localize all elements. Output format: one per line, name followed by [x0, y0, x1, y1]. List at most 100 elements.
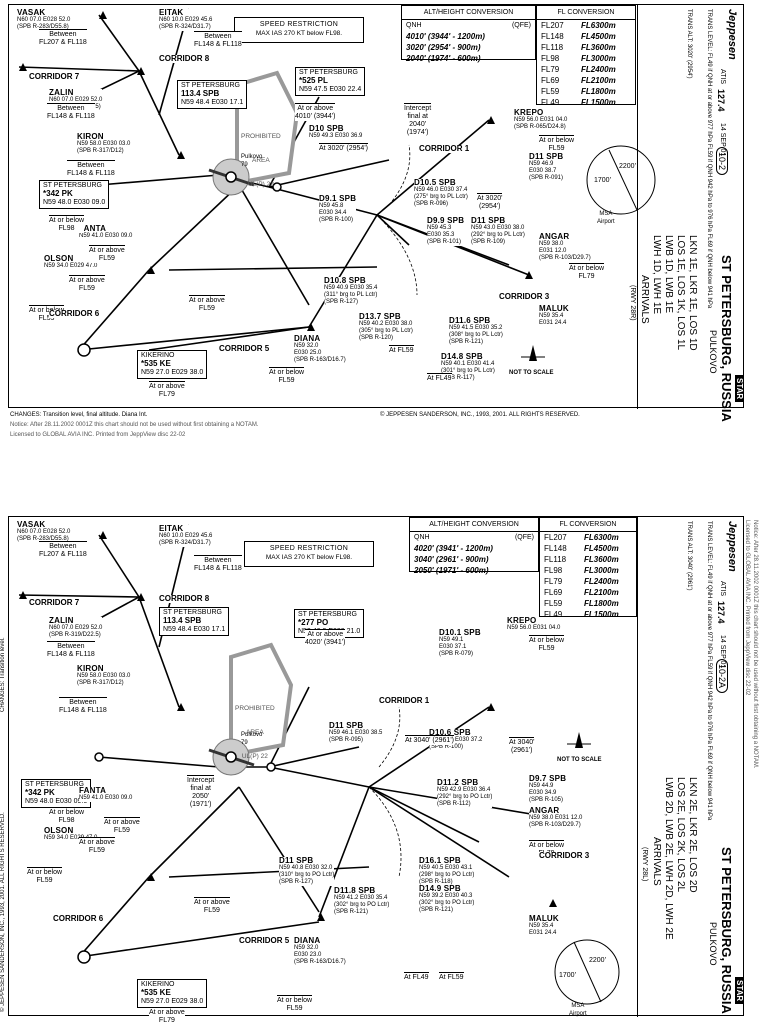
fl-level: FL148	[541, 32, 564, 41]
altitude-restriction: At or above 4020' (3941')	[305, 629, 346, 647]
waypoint-info: N59 32.0 E030 23.0 (SPB R-163/D16.7)	[294, 945, 346, 965]
qnh-label: QNH	[414, 534, 430, 541]
waypoint-name: D11.6 SPB	[449, 316, 491, 325]
atis-freq: 127.4	[716, 89, 726, 112]
procedure-line: LWH 1D, LWH 1E	[651, 235, 662, 315]
speed-restriction-box: SPEED RESTRICTION MAX IAS 270 KT below F…	[234, 17, 364, 43]
chart-page-10-2a: SPEED RESTRICTION MAX IAS 270 KT below F…	[0, 512, 768, 1024]
runway-label: (RWY 28R)	[629, 285, 636, 321]
alt-height-conversion: ALT/HEIGHT CONVERSION QNH(QFE) 4010' (39…	[401, 5, 536, 63]
waypoint-info: N59 38.0 E031 12.0 (SPB R-103/D29.7)	[529, 815, 583, 828]
atis-label: ATIS	[719, 581, 726, 597]
waypoint-info: N59 58.0 E030 03.0 (SPB R-317/D12)	[77, 141, 131, 154]
navaid-name: ST PETERSBURG	[298, 611, 357, 618]
msa-sector-a: 2200'	[619, 163, 636, 170]
navaid-coord: N59 27.0 E029 38.0	[141, 998, 204, 1005]
speed-title: SPEED RESTRICTION	[259, 21, 339, 28]
corridor-label: CORRIDOR 7	[29, 598, 80, 607]
qnh-label: QNH	[406, 22, 422, 29]
fl-level: FL69	[544, 588, 563, 597]
corridor-label: CORRIDOR 6	[49, 309, 100, 318]
altitude-restriction: At FL59	[389, 345, 414, 355]
altitude-restriction: At or above FL59	[89, 245, 125, 263]
waypoint-info: N59 45.3 E030 35.3 (SPB R-101)	[427, 225, 462, 245]
waypoint-info: N59 32.0 E030 25.0 (SPB R-163/D16.7)	[294, 343, 346, 363]
waypoint-info: N59 40.5 E030 43.1 (298° brg to PO Lctr)…	[419, 865, 475, 885]
trans-alt: TRANS ALT: 3020' (2954')	[686, 9, 692, 79]
navaid-spb: ST PETERSBURG 113.4 SPB N59 48.4 E030 17…	[177, 80, 248, 109]
license-text: Licensed to GLOBAL AVIA INC. Printed fro…	[744, 520, 750, 696]
waypoint-name: VASAK	[17, 8, 46, 17]
waypoint-name: OLSON	[44, 826, 74, 835]
fl-level: FL148	[544, 544, 567, 553]
waypoint-info: N59 45.8 E030 34.4 (SPB R-100)	[319, 203, 354, 223]
waypoint-name: VASAK	[17, 520, 46, 529]
waypoint-name: FANTA	[79, 224, 107, 233]
waypoint-name: ZALIN	[49, 616, 74, 625]
waypoint-name: MALUK	[529, 914, 559, 923]
fl-meters: FL2100m	[581, 76, 616, 85]
airport-name: PULKOVO	[708, 330, 718, 374]
prohibited-line: UL(P) 22	[241, 753, 268, 760]
navaid-pl: ST PETERSBURG *525 PL N59 47.5 E030 22.4	[295, 67, 366, 96]
corridor-label: CORRIDOR 5	[219, 344, 270, 353]
fl-meters: FL6300m	[584, 533, 619, 542]
footer-copyright: © JEPPESEN SANDERSON, INC., 1993, 2001. …	[0, 812, 6, 1012]
fl-meters: FL3000m	[581, 54, 616, 63]
navaid-id: *525 PL	[299, 76, 328, 85]
msa-label: MSA Airport	[569, 1003, 587, 1017]
waypoint-info: N59 46.1 E030 38.5 (SPB R-095)	[329, 730, 383, 743]
navaid-coord: N59 47.5 E030 22.4	[299, 86, 362, 93]
publisher-logo: Jeppesen	[726, 9, 738, 60]
altitude-restriction: At or below FL59	[539, 135, 575, 153]
corridor-label: CORRIDOR 3	[539, 851, 590, 860]
waypoint-name: KIRON	[77, 664, 104, 673]
runway-label: (RWY 28L)	[641, 847, 648, 882]
trans-alt: TRANS ALT: 3040' (2961')	[686, 521, 692, 591]
waypoint-info: N59 42.9 E030 36.4 (292° brg to PO Lctr)…	[437, 787, 493, 807]
altitude-restriction: Between FL148 & FL118	[47, 103, 95, 121]
prohibited-line: AREA	[252, 157, 270, 164]
altitude-restriction: Between FL148 & FL118	[194, 555, 242, 573]
airport-label: Pulkovo 79	[241, 154, 263, 168]
trans-level: TRANS LEVEL: FL49 if QNH at or above 977…	[706, 9, 712, 309]
alt-conv-title: ALT/HEIGHT CONVERSION	[402, 6, 535, 20]
navaid-id: *277 PO	[298, 618, 329, 627]
waypoint-info: N59 40.2 E030 38.0 (305° brg to PL Lctr)…	[359, 321, 413, 341]
waypoint-info: N59 49.3 E030 36.9	[309, 133, 363, 139]
trans-level: TRANS LEVEL: FL49 if QNH at or above 977…	[706, 521, 712, 821]
waypoint-name: D10 SPB	[309, 124, 344, 133]
altitude-restriction: Between FL148 & FL118	[59, 697, 107, 715]
navaid-id: 113.4 SPB	[163, 616, 202, 625]
msa-label: MSA Airport	[597, 211, 615, 225]
fl-level: FL59	[544, 599, 563, 608]
altitude-restriction: At or above FL59	[104, 817, 140, 835]
waypoint-info: N59 41.0 E030 09.0	[79, 795, 133, 801]
procedure-line: LOS 2E, LOS 2K, LOS 2L	[675, 777, 686, 893]
fl-level: FL79	[544, 577, 563, 586]
corridor-label: CORRIDOR 6	[53, 914, 104, 923]
fl-meters: FL3600m	[581, 43, 616, 52]
altitude-restriction: At or below FL59	[277, 995, 313, 1013]
altitude-restriction: At or above FL79	[149, 381, 185, 399]
altitude-restriction: At or below FL59	[529, 635, 565, 653]
fl-level: FL118	[541, 43, 564, 52]
waypoint-info: N59 44.9 E030 34.9 (SPB R-105)	[529, 783, 564, 803]
waypoint-name: D11 SPB	[279, 856, 314, 865]
city-title: ST PETERSBURG, RUSSIA	[719, 255, 734, 422]
waypoint-name: D10.8 SPB	[324, 276, 366, 285]
navaid-spb: ST PETERSBURG 113.4 SPB N59 48.4 E030 17…	[159, 607, 230, 636]
alt-conv-row: 2040' (1974' - 600m)	[406, 54, 481, 63]
